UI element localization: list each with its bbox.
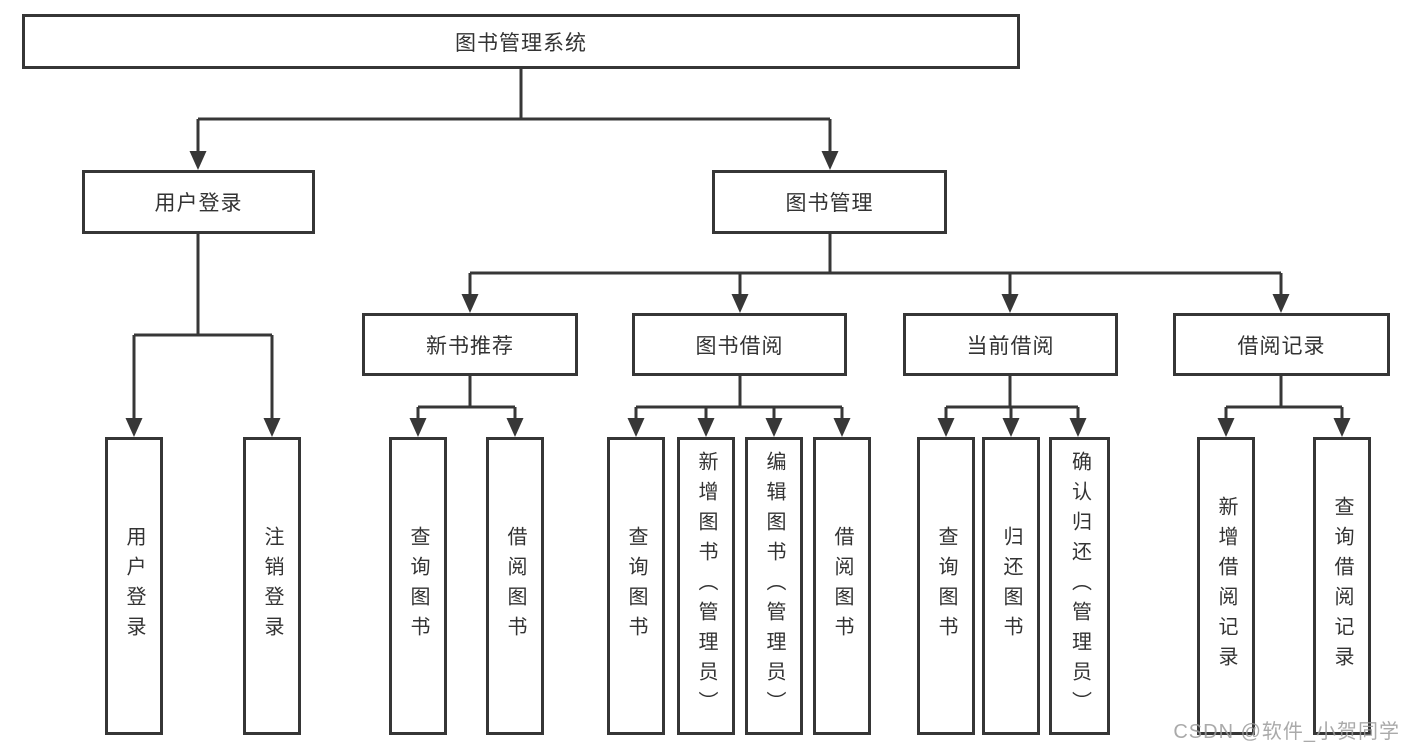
node-user-login: 用户登录 bbox=[82, 170, 315, 234]
leaf-borrow-books-1: 借阅图书 bbox=[486, 437, 544, 735]
leaf-user-login: 用户登录 bbox=[105, 437, 163, 735]
node-book-borrowing: 图书借阅 bbox=[632, 313, 847, 376]
leaf-edit-book-admin: 编辑图书（管理员） bbox=[745, 437, 803, 735]
leaf-label: 查询图书 bbox=[625, 526, 647, 646]
leaf-label: 新增图书（管理员） bbox=[695, 451, 717, 721]
leaf-label: 确认归还（管理员） bbox=[1068, 451, 1091, 721]
node-new-book-recommend: 新书推荐 bbox=[362, 313, 578, 376]
leaf-return-books: 归还图书 bbox=[982, 437, 1040, 735]
leaf-label: 归还图书 bbox=[1000, 526, 1022, 646]
leaf-confirm-return-admin: 确认归还（管理员） bbox=[1049, 437, 1110, 735]
leaf-query-books-2: 查询图书 bbox=[607, 437, 665, 735]
node-library-management-system: 图书管理系统 bbox=[22, 14, 1020, 69]
leaf-label: 查询借阅记录 bbox=[1331, 496, 1353, 676]
leaf-query-books-3: 查询图书 bbox=[917, 437, 975, 735]
leaf-label: 查询图书 bbox=[935, 526, 957, 646]
node-borrowing-records: 借阅记录 bbox=[1173, 313, 1390, 376]
leaf-label: 注销登录 bbox=[261, 526, 283, 646]
node-current-borrowing: 当前借阅 bbox=[903, 313, 1118, 376]
leaf-label: 借阅图书 bbox=[504, 526, 526, 646]
leaf-label: 查询图书 bbox=[407, 526, 429, 646]
csdn-watermark: CSDN @软件_小贺同学 bbox=[1173, 721, 1400, 743]
leaf-label: 编辑图书（管理员） bbox=[763, 451, 785, 721]
leaf-label: 用户登录 bbox=[123, 526, 145, 646]
leaf-add-book-admin: 新增图书（管理员） bbox=[677, 437, 735, 735]
leaf-logout: 注销登录 bbox=[243, 437, 301, 735]
leaf-borrow-books-2: 借阅图书 bbox=[813, 437, 871, 735]
leaf-query-books-1: 查询图书 bbox=[389, 437, 447, 735]
node-book-management: 图书管理 bbox=[712, 170, 947, 234]
leaf-query-borrow-record: 查询借阅记录 bbox=[1313, 437, 1371, 735]
leaf-label: 借阅图书 bbox=[831, 526, 853, 646]
leaf-label: 新增借阅记录 bbox=[1215, 496, 1237, 676]
leaf-add-borrow-record: 新增借阅记录 bbox=[1197, 437, 1255, 735]
